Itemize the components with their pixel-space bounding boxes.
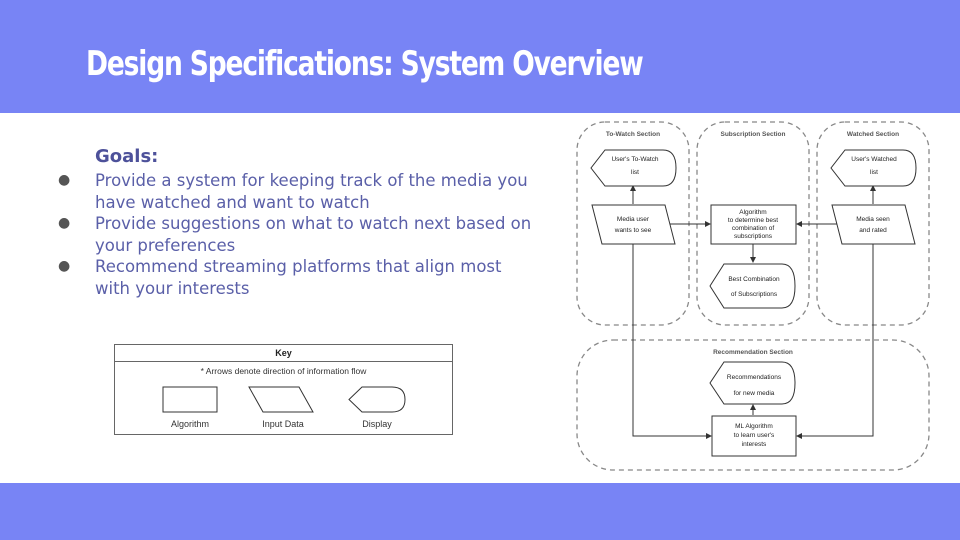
key-label-input-data: Input Data [262, 419, 304, 429]
node-text: User's To-Watch [611, 156, 658, 163]
watched-list-display [830, 149, 917, 187]
goal-text: Provide a system for keeping track of th… [95, 171, 528, 212]
media-seen-rated-input [831, 204, 916, 245]
media-user-wants-input [591, 204, 676, 245]
goal-item: ● Provide a system for keeping track of t… [56, 170, 536, 213]
header-band [0, 0, 960, 113]
best-combination-display [709, 263, 796, 309]
to-watch-list-display [590, 149, 677, 187]
goal-text: Recommend streaming platforms that align… [95, 257, 502, 298]
node-text: ML Algorithm [735, 423, 773, 430]
section-label-subscription: Subscription Section [720, 131, 785, 138]
node-text: to determine best [728, 217, 778, 224]
key-note: * Arrows denote direction of information… [200, 366, 367, 376]
node-text: of Subscriptions [731, 291, 778, 298]
node-text: subscriptions [734, 233, 773, 240]
goals-heading: Goals: [95, 146, 159, 167]
bullet-icon: ● [58, 172, 71, 188]
bullet-icon: ● [58, 258, 71, 274]
node-text: list [631, 169, 639, 176]
node-text: Media user [617, 216, 650, 223]
node-text: Media seen [856, 216, 890, 223]
goals-list: ● Provide a system for keeping track of t… [56, 170, 536, 299]
slide-title: Design Specifications: System Overview [86, 44, 644, 84]
bullet-icon: ● [58, 215, 71, 231]
section-label-watched: Watched Section [847, 131, 899, 138]
node-text: and rated [859, 227, 887, 234]
best-combination-algorithm [710, 204, 797, 245]
node-text: list [870, 169, 878, 176]
node-text: Best Combination [728, 276, 780, 283]
key-label-display: Display [362, 419, 392, 429]
node-text: User's Watched [851, 156, 897, 163]
node-text: wants to see [614, 227, 652, 234]
system-flow-diagram: To-Watch Section Subscription Section Wa… [576, 121, 930, 471]
arrow-media-to-ml [632, 244, 712, 439]
algorithm-shape-icon [162, 386, 218, 413]
arrow-seen-to-ml [796, 244, 874, 439]
recommendations-display [709, 361, 796, 405]
goal-item: ● Provide suggestions on what to watch ne… [56, 213, 536, 256]
key-legend: Key * Arrows denote direction of informa… [114, 344, 453, 435]
node-text: to learn user's [734, 432, 775, 439]
section-label-to-watch: To-Watch Section [606, 131, 660, 138]
ml-algorithm [711, 415, 797, 457]
node-text: for new media [734, 390, 775, 397]
goal-text: Provide suggestions on what to watch nex… [95, 214, 532, 255]
key-title: Key [115, 345, 452, 362]
goal-item: ● Recommend streaming platforms that alig… [56, 256, 536, 299]
section-label-recommendation: Recommendation Section [713, 349, 793, 356]
node-text: combination of [732, 225, 774, 232]
display-shape-icon [348, 386, 406, 413]
footer-band [0, 483, 960, 540]
node-text: interests [742, 441, 767, 448]
recommendation-section [576, 339, 930, 471]
key-label-algorithm: Algorithm [170, 419, 209, 429]
input-data-shape-icon [248, 386, 314, 413]
node-text: Recommendations [727, 374, 782, 381]
node-text: Algorithm [739, 209, 766, 216]
